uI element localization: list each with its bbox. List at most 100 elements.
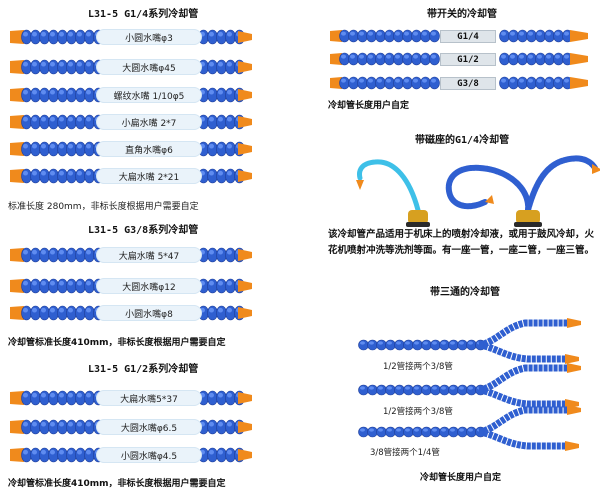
hose-segment-highlight (32, 392, 37, 398)
nozzle-type-label: 小扁水嘴 2*7 (96, 114, 202, 130)
hose-segment-highlight (59, 89, 64, 95)
hose-segment-highlight (341, 78, 346, 83)
hose-segment-highlight (341, 54, 346, 59)
hose-segment-highlight (227, 307, 232, 313)
hose-end-fitting (330, 53, 342, 65)
hose-segment-highlight (396, 386, 401, 390)
nozzle-type-label: 大圆水嘴φ12 (96, 278, 202, 294)
hose-segment-highlight (546, 31, 551, 36)
nozzle-type-label: 小圆水嘴φ4.5 (96, 447, 202, 463)
switch-label: G1/2 (440, 53, 496, 66)
hose-segment-highlight (41, 170, 46, 176)
hose-segment-highlight (510, 31, 515, 36)
hose-segment-highlight (59, 249, 64, 255)
hose-segment-highlight (413, 78, 418, 83)
section1-title: L31-5 G1/4系列冷却管 (88, 9, 199, 20)
hose-segment-highlight (77, 449, 82, 455)
hose-segment-highlight (209, 449, 214, 455)
hose-end-fitting (10, 279, 24, 293)
hose-segment-highlight (227, 392, 232, 398)
tee-connection-label: 1/2管接两个3/8管 (383, 407, 453, 417)
hose-segment-highlight (23, 421, 28, 427)
hose-segment-highlight (86, 170, 91, 176)
hose-end-fitting (10, 30, 24, 44)
hose-segment-highlight (501, 78, 506, 83)
hose-segment-highlight (59, 61, 64, 67)
hose-segment-highlight (387, 428, 392, 432)
hose-segment-highlight (77, 61, 82, 67)
hose-end-fitting (10, 306, 24, 320)
hose-end-fitting (330, 77, 342, 89)
hose-segment-highlight (396, 428, 401, 432)
hose-segment-highlight (350, 31, 355, 36)
hose-segment-highlight (413, 54, 418, 59)
hose-segment-highlight (209, 31, 214, 37)
switch-hose-3 (330, 76, 588, 90)
hose-nozzle (238, 280, 252, 292)
hose-segment-highlight (414, 428, 419, 432)
hose-segment-highlight (405, 341, 410, 345)
switch-hose-1 (330, 29, 588, 43)
hose-segment-highlight (209, 280, 214, 286)
hose-segment-highlight (32, 89, 37, 95)
hose-segment-highlight (209, 421, 214, 427)
hose-segment-highlight (209, 61, 214, 67)
hose-segment-highlight (41, 392, 46, 398)
tee-nozzle-lower (565, 441, 579, 451)
hose-segment-highlight (432, 386, 437, 390)
hose-segment-highlight (468, 386, 473, 390)
hose-segment-highlight (209, 307, 214, 313)
hose-segment-highlight (218, 170, 223, 176)
hose-segment-highlight (86, 449, 91, 455)
hose-segment-highlight (432, 428, 437, 432)
hose-segment-highlight (86, 249, 91, 255)
hose-nozzle (238, 449, 252, 461)
hose-segment-highlight (468, 341, 473, 345)
hose-segment-highlight (395, 78, 400, 83)
hose-segment-highlight (50, 307, 55, 313)
hose-segment-highlight (50, 421, 55, 427)
hose-segment-highlight (41, 31, 46, 37)
hose-segment-highlight (23, 280, 28, 286)
hose-segment-highlight (68, 143, 73, 149)
hose-segment-highlight (422, 31, 427, 36)
magnetic-hose-1-nozzle (356, 180, 364, 190)
hose-segment-highlight (359, 54, 364, 59)
hose-segment-highlight (23, 307, 28, 313)
hose-segment-highlight (86, 421, 91, 427)
hose-end-fitting (10, 448, 24, 462)
hose-segment-highlight (387, 386, 392, 390)
hose-segment-highlight (50, 249, 55, 255)
hose-segment-highlight (459, 341, 464, 345)
hose-segment-highlight (41, 61, 46, 67)
hose-segment-highlight (41, 143, 46, 149)
hose-segment-highlight (431, 31, 436, 36)
hose-segment-highlight (77, 307, 82, 313)
hose-segment-highlight (404, 31, 409, 36)
hose-segment-highlight (537, 54, 542, 59)
hose-segment-highlight (218, 61, 223, 67)
hose-segment-highlight (50, 170, 55, 176)
hose-segment-highlight (77, 31, 82, 37)
hose-segment-highlight (23, 143, 28, 149)
hose-segment-highlight (227, 89, 232, 95)
hose-segment-highlight (350, 54, 355, 59)
hose-segment-highlight (564, 78, 569, 83)
switch-hose-2 (330, 52, 588, 66)
hose-segment-highlight (41, 89, 46, 95)
hose-segment-highlight (468, 428, 473, 432)
hose-segment-highlight (68, 421, 73, 427)
magnetic-section-title: 带磁座的G1/4冷却管 (415, 135, 510, 146)
hose-segment-highlight (528, 78, 533, 83)
hose-segment-highlight (86, 89, 91, 95)
hose-end-fitting (10, 60, 24, 74)
tee-connection-label: 1/2管接两个3/8管 (383, 362, 453, 372)
hose-segment-highlight (510, 78, 515, 83)
hose-segment-highlight (86, 61, 91, 67)
hose-segment-highlight (77, 116, 82, 122)
hose-segment-highlight (50, 449, 55, 455)
hose-segment-highlight (359, 78, 364, 83)
tee-branch-upper (478, 364, 570, 394)
hose-segment-highlight (209, 249, 214, 255)
hose-segment-highlight (77, 392, 82, 398)
